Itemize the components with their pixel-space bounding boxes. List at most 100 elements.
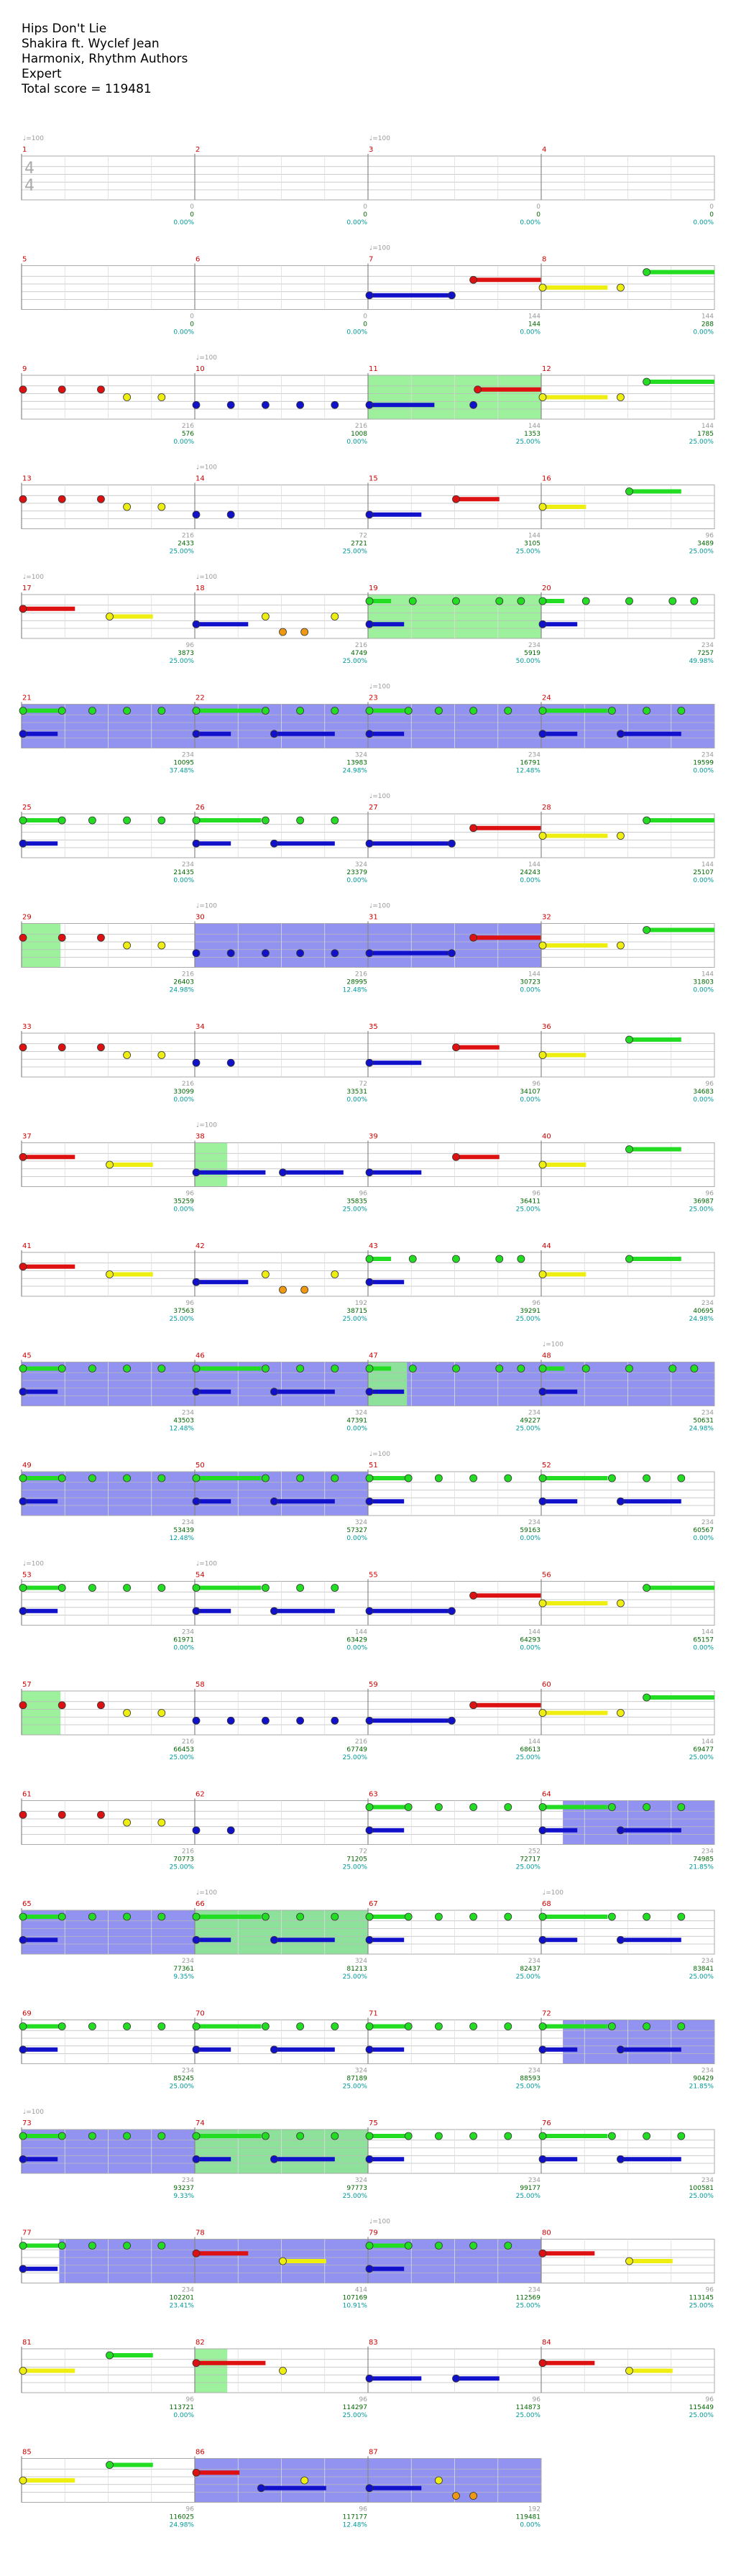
measure bbox=[19, 1140, 196, 1187]
measure-total-score: 35259 bbox=[173, 1198, 194, 1206]
measure bbox=[192, 1908, 369, 1955]
note bbox=[19, 730, 27, 738]
sustain bbox=[369, 1499, 405, 1504]
measure bbox=[192, 2127, 369, 2174]
sustain bbox=[543, 1053, 586, 1058]
measure bbox=[192, 2017, 369, 2064]
sustain bbox=[620, 1938, 681, 1943]
note bbox=[157, 2242, 166, 2250]
note bbox=[365, 1168, 374, 1177]
note bbox=[677, 2022, 686, 2030]
sustain bbox=[369, 1718, 452, 1723]
note bbox=[608, 707, 616, 715]
note bbox=[123, 1474, 132, 1482]
measure-base-score: 216 bbox=[182, 1738, 194, 1746]
sustain bbox=[23, 708, 63, 713]
note bbox=[538, 1388, 547, 1396]
note bbox=[668, 597, 677, 605]
measure-percent: 0.00% bbox=[173, 1096, 194, 1104]
note bbox=[58, 385, 66, 394]
measure-total-score: 0 bbox=[709, 211, 714, 219]
measure-total-score: 81213 bbox=[346, 1966, 367, 1973]
note bbox=[192, 400, 201, 409]
note bbox=[123, 1709, 132, 1717]
measure-base-score: 144 bbox=[702, 313, 714, 321]
note bbox=[261, 1584, 270, 1592]
note bbox=[261, 949, 270, 958]
note bbox=[617, 393, 625, 401]
sustain bbox=[543, 1710, 608, 1715]
note bbox=[365, 2374, 374, 2383]
note bbox=[123, 1584, 132, 1592]
measure-number: 46 bbox=[196, 1352, 205, 1360]
measure-base-score: 234 bbox=[528, 2177, 540, 2184]
measure bbox=[365, 263, 542, 310]
sustain bbox=[620, 2047, 681, 2052]
sustain bbox=[274, 2157, 335, 2162]
note bbox=[365, 2132, 374, 2140]
measure-number: 39 bbox=[369, 1133, 378, 1141]
sustain bbox=[369, 512, 422, 517]
note bbox=[226, 400, 235, 409]
measure bbox=[192, 812, 369, 858]
note bbox=[435, 1912, 443, 1921]
time-signature-top: 4 bbox=[24, 160, 34, 178]
note bbox=[226, 1058, 235, 1067]
measure-total-score: 39291 bbox=[520, 1308, 540, 1315]
sustain bbox=[23, 731, 58, 736]
measure-number: 82 bbox=[196, 2339, 205, 2347]
sustain bbox=[109, 2353, 153, 2357]
sustain bbox=[23, 1264, 75, 1269]
measure-total-score: 5919 bbox=[524, 650, 540, 657]
measure-number: 60 bbox=[542, 1681, 551, 1689]
measure-percent: 25.00% bbox=[170, 658, 195, 665]
measure-number: 58 bbox=[196, 1681, 205, 1689]
note bbox=[435, 2132, 443, 2140]
sustain bbox=[369, 2157, 405, 2162]
sustain bbox=[543, 285, 608, 290]
measure-percent: 0.00% bbox=[520, 329, 540, 336]
measure-total-score: 30723 bbox=[520, 979, 540, 986]
note bbox=[435, 2242, 443, 2250]
sustain bbox=[23, 2243, 63, 2248]
measure-percent: 25.00% bbox=[343, 1864, 368, 1871]
measure-percent: 25.00% bbox=[170, 549, 195, 556]
measure-percent: 25.00% bbox=[343, 1754, 368, 1761]
measure-percent: 25.00% bbox=[516, 2084, 541, 2091]
measure-percent: 25.00% bbox=[170, 1864, 195, 1871]
measure-percent: 25.00% bbox=[516, 2193, 541, 2200]
measure-number: 78 bbox=[196, 2229, 205, 2237]
measure-base-score: 72 bbox=[359, 1848, 367, 1856]
tempo-marker: ♩=100 bbox=[369, 903, 390, 910]
sustain bbox=[23, 1389, 58, 1394]
note bbox=[19, 1810, 27, 1819]
measure-total-score: 0 bbox=[190, 321, 194, 329]
note bbox=[538, 1365, 547, 1372]
measure bbox=[19, 1250, 196, 1297]
note bbox=[58, 1365, 66, 1372]
measure-number: 55 bbox=[369, 1572, 378, 1580]
measure-number: 50 bbox=[196, 1462, 205, 1470]
measure-number: 68 bbox=[542, 1900, 551, 1908]
measure-number: 83 bbox=[369, 2339, 378, 2347]
note bbox=[157, 707, 166, 715]
sustain bbox=[369, 1608, 452, 1613]
note bbox=[192, 2359, 201, 2368]
measure-percent: 50.00% bbox=[516, 658, 541, 665]
measure-number: 7 bbox=[369, 256, 373, 264]
note bbox=[538, 1474, 547, 1482]
measure-total-score: 63429 bbox=[346, 1637, 367, 1644]
measure-percent: 0.00% bbox=[693, 1645, 714, 1652]
note bbox=[469, 1474, 477, 1482]
measure-percent: 21.85% bbox=[689, 1864, 714, 1871]
note bbox=[538, 393, 547, 401]
note bbox=[452, 597, 460, 605]
tempo-marker: ♩=100 bbox=[369, 2219, 390, 2226]
measure bbox=[538, 2347, 715, 2393]
note bbox=[643, 1912, 650, 1921]
sustain bbox=[23, 1608, 58, 1613]
measure bbox=[367, 154, 542, 201]
sustain bbox=[629, 489, 681, 494]
measure-total-score: 97773 bbox=[346, 2185, 367, 2192]
note bbox=[296, 2132, 305, 2140]
